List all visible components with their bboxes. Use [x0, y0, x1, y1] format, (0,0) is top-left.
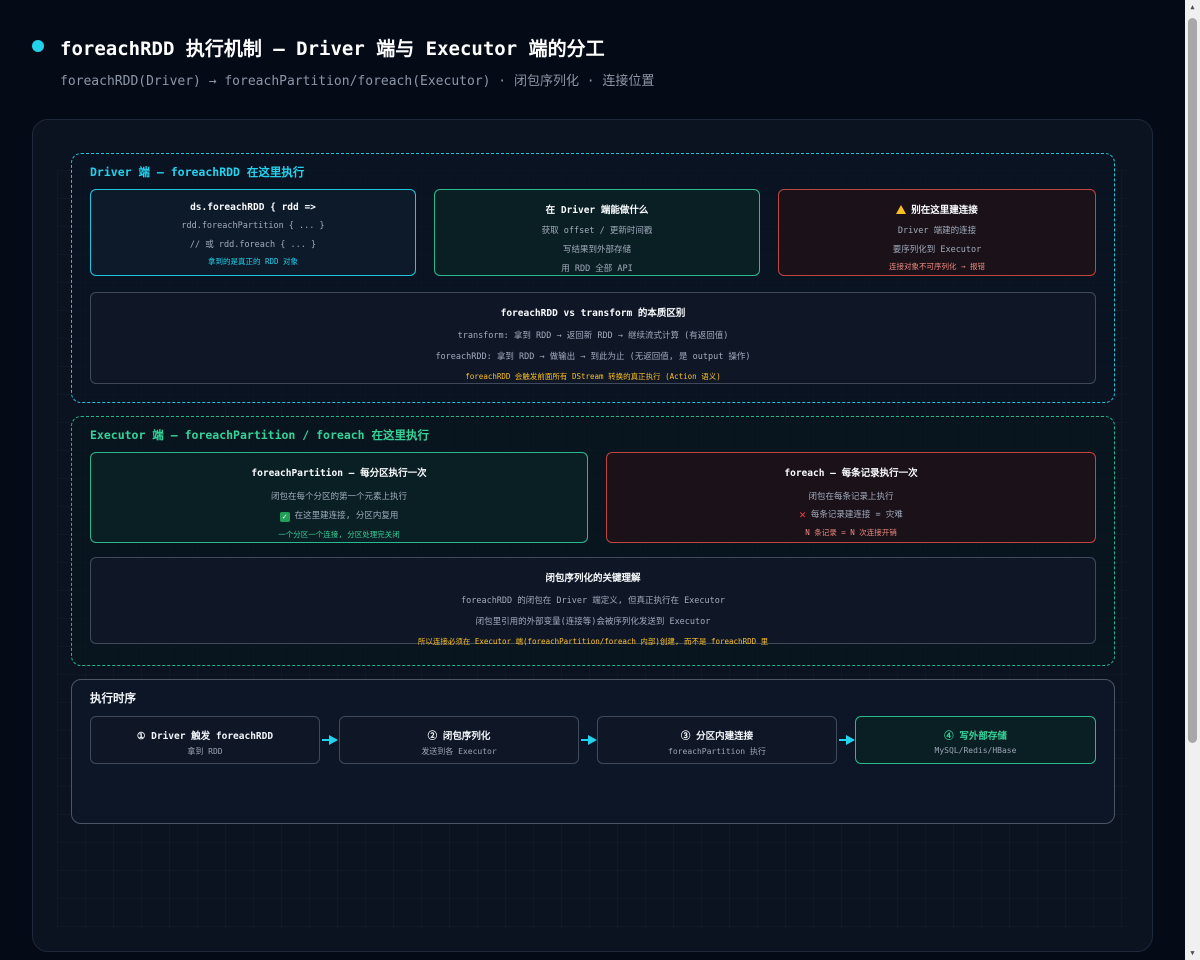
closure-line1: foreachRDD 的闭包在 Driver 端定义, 但真正执行在 Execu…: [460, 596, 726, 606]
page-title: foreachRDD 执行机制 — Driver 端与 Executor 端的分…: [60, 38, 605, 60]
check-icon: ✓: [279, 512, 290, 522]
sequence-step-4: ④ 写外部存储 MySQL/Redis/HBase: [855, 716, 1096, 764]
driver-warning-line1: Driver 端建的连接: [897, 226, 977, 236]
driver-zone: Driver 端 — foreachRDD 在这里执行 ds.foreachRD…: [71, 153, 1115, 403]
foreachrdd-vs-transform-box: foreachRDD vs transform 的本质区别 transform:…: [90, 292, 1096, 384]
vs-transform-line2: foreachRDD: 拿到 RDD → 做输出 → 到此为止 (无返回值, 是…: [435, 352, 751, 362]
foreachrdd-code-line2: // 或 rdd.foreach { ... }: [189, 240, 317, 250]
closure-line2: 闭包里引用的外部变量(连接等)会被序列化发送到 Executor: [475, 617, 711, 627]
step-2-title: ② 闭包序列化: [427, 731, 491, 742]
arrow-2-to-3: [581, 735, 597, 745]
step-1-title: ① Driver 触发 foreachRDD: [136, 731, 274, 742]
vertical-scrollbar[interactable]: ▲ ▼: [1185, 0, 1200, 960]
foreachrdd-code-box: ds.foreachRDD { rdd => rdd.foreachPartit…: [90, 189, 416, 276]
driver-zone-title: Driver 端 — foreachRDD 在这里执行: [90, 165, 305, 179]
scrollbar-thumb[interactable]: [1188, 18, 1197, 743]
step-4-title: ④ 写外部存储: [944, 731, 1007, 742]
foreachrdd-code-line1: rdd.foreachPartition { ... }: [181, 221, 325, 231]
foreach-line1: 闭包在每条记录上执行: [808, 492, 894, 502]
scroll-up-icon[interactable]: ▲: [1190, 3, 1195, 11]
foreachpartition-line2: 在这里建连接, 分区内复用: [294, 511, 399, 521]
arrow-1-to-2: [322, 735, 338, 745]
foreachrdd-code-title: ds.foreachRDD { rdd =>: [190, 202, 316, 213]
sequence-step-2: ② 闭包序列化 发送到各 Executor: [339, 716, 579, 764]
step-1-desc: 拿到 RDD: [187, 747, 223, 756]
driver-capabilities-box: 在 Driver 端能做什么 获取 offset / 更新时间戳 写结果到外部存…: [434, 189, 760, 276]
driver-warning-line2: 要序列化到 Executor: [892, 245, 982, 255]
driver-warning-title: 别在这里建连接: [911, 205, 978, 216]
vs-transform-note: foreachRDD 会触发前面所有 DStream 转换的真正执行 (Acti…: [465, 372, 721, 381]
driver-warning-box: 别在这里建连接 Driver 端建的连接 要序列化到 Executor 连接对象…: [778, 189, 1096, 276]
step-4-desc: MySQL/Redis/HBase: [934, 746, 1017, 755]
sequence-zone: 执行时序 ① Driver 触发 foreachRDD 拿到 RDD ② 闭包序…: [71, 679, 1115, 824]
diagram-canvas: Driver 端 — foreachRDD 在这里执行 ds.foreachRD…: [32, 119, 1153, 952]
executor-zone-title: Executor 端 — foreachPartition / foreach …: [90, 428, 430, 442]
foreachrdd-code-note: 拿到的是真正的 RDD 对象: [207, 257, 299, 266]
sequence-zone-title: 执行时序: [90, 691, 136, 705]
title-bullet: [32, 40, 44, 52]
sequence-step-1: ① Driver 触发 foreachRDD 拿到 RDD: [90, 716, 320, 764]
foreach-line2: 每条记录建连接 = 灾难: [810, 510, 903, 520]
step-2-desc: 发送到各 Executor: [421, 747, 497, 756]
vs-transform-title: foreachRDD vs transform 的本质区别: [500, 308, 686, 319]
sequence-step-3: ③ 分区内建连接 foreachPartition 执行: [597, 716, 837, 764]
warning-icon: [896, 205, 907, 214]
step-3-title: ③ 分区内建连接: [680, 731, 754, 742]
driver-capabilities-line1: 获取 offset / 更新时间戳: [541, 226, 653, 236]
driver-capabilities-line2: 写结果到外部存储: [562, 245, 631, 255]
vs-transform-line1: transform: 拿到 RDD → 返回新 RDD → 继续流式计算 (有返…: [457, 331, 729, 341]
step-3-desc: foreachPartition 执行: [668, 747, 766, 756]
closure-serialization-box: 闭包序列化的关键理解 foreachRDD 的闭包在 Driver 端定义, 但…: [90, 557, 1096, 646]
executor-zone: Executor 端 — foreachPartition / foreach …: [71, 416, 1115, 666]
cross-icon: ✕: [799, 508, 806, 521]
foreachpartition-line1: 闭包在每个分区的第一个元素上执行: [270, 492, 407, 502]
driver-capabilities-title: 在 Driver 端能做什么: [545, 205, 649, 216]
foreachpartition-note: 一个分区一个连接, 分区处理完关闭: [278, 530, 400, 539]
foreach-box: foreach — 每条记录执行一次 闭包在每条记录上执行 ✕ 每条记录建连接 =…: [606, 452, 1096, 543]
page-subtitle: foreachRDD(Driver) → foreachPartition/fo…: [60, 74, 655, 89]
foreach-note: N 条记录 = N 次连接开销: [805, 528, 897, 537]
foreachpartition-title: foreachPartition — 每分区执行一次: [251, 468, 427, 479]
closure-note: 所以连接必须在 Executor 端(foreachPartition/fore…: [417, 637, 769, 646]
arrow-3-to-4: [839, 735, 855, 745]
foreach-title: foreach — 每条记录执行一次: [784, 468, 918, 479]
foreachpartition-box: foreachPartition — 每分区执行一次 闭包在每个分区的第一个元素…: [90, 452, 588, 543]
scroll-down-icon[interactable]: ▼: [1190, 949, 1195, 957]
closure-title: 闭包序列化的关键理解: [545, 573, 641, 584]
driver-capabilities-line3: 用 RDD 全部 API: [561, 264, 633, 274]
driver-warning-note: 连接对象不可序列化 → 报错: [888, 262, 986, 271]
